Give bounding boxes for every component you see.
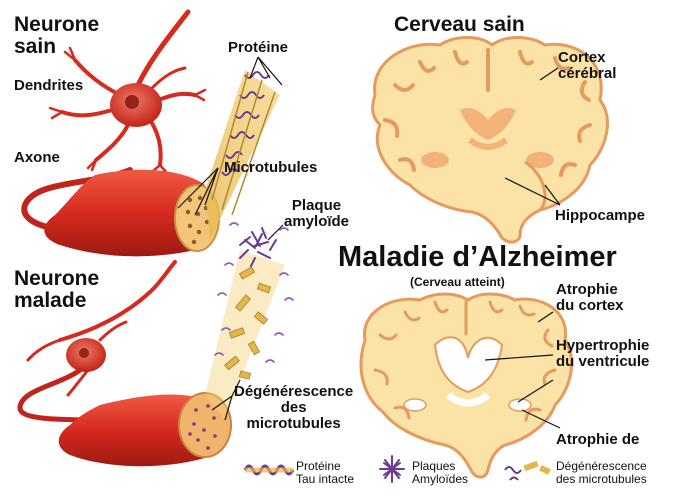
microtubule-degeneration-icon bbox=[505, 461, 551, 480]
alzheimer-subtitle: (Cerveau atteint) bbox=[410, 276, 505, 289]
ventricle-hypertrophy-label: Hypertrophie du ventricule bbox=[556, 338, 649, 370]
amyloid-plaque-label: Plaque amyloïde bbox=[284, 198, 349, 230]
microtubules-label: Microtubules bbox=[224, 160, 317, 176]
tau-protein-icon bbox=[245, 466, 293, 474]
cerebral-cortex-label: Cortex cérébral bbox=[558, 50, 616, 82]
alzheimer-title: Maladie d’Alzheimer bbox=[338, 242, 617, 272]
alzheimer-brain bbox=[361, 294, 571, 477]
legend-degeneration-text: Dégénérescence des microtubules bbox=[556, 460, 647, 486]
hippocampus-label: Hippocampe bbox=[555, 208, 645, 224]
dendrites-label: Dendrites bbox=[14, 78, 83, 94]
sick-neuron-title: Neurone malade bbox=[14, 268, 99, 312]
microtubule-degeneration-label: Dégénérescence des microtubules bbox=[234, 384, 353, 431]
legend-tau-text: Protéine Tau intacte bbox=[296, 460, 354, 486]
protein-label: Protéine bbox=[228, 40, 288, 56]
atrophy-of-label: Atrophie de bbox=[556, 432, 639, 448]
axon-label: Axone bbox=[14, 150, 60, 166]
healthy-brain-title: Cerveau sain bbox=[394, 14, 525, 36]
amyloid-plaque-icon bbox=[380, 456, 404, 482]
cortex-atrophy-label: Atrophie du cortex bbox=[556, 282, 624, 314]
healthy-neuron-title: Neurone sain bbox=[14, 14, 99, 58]
legend-amyloid-text: Plaques Amyloïdes bbox=[412, 460, 468, 486]
